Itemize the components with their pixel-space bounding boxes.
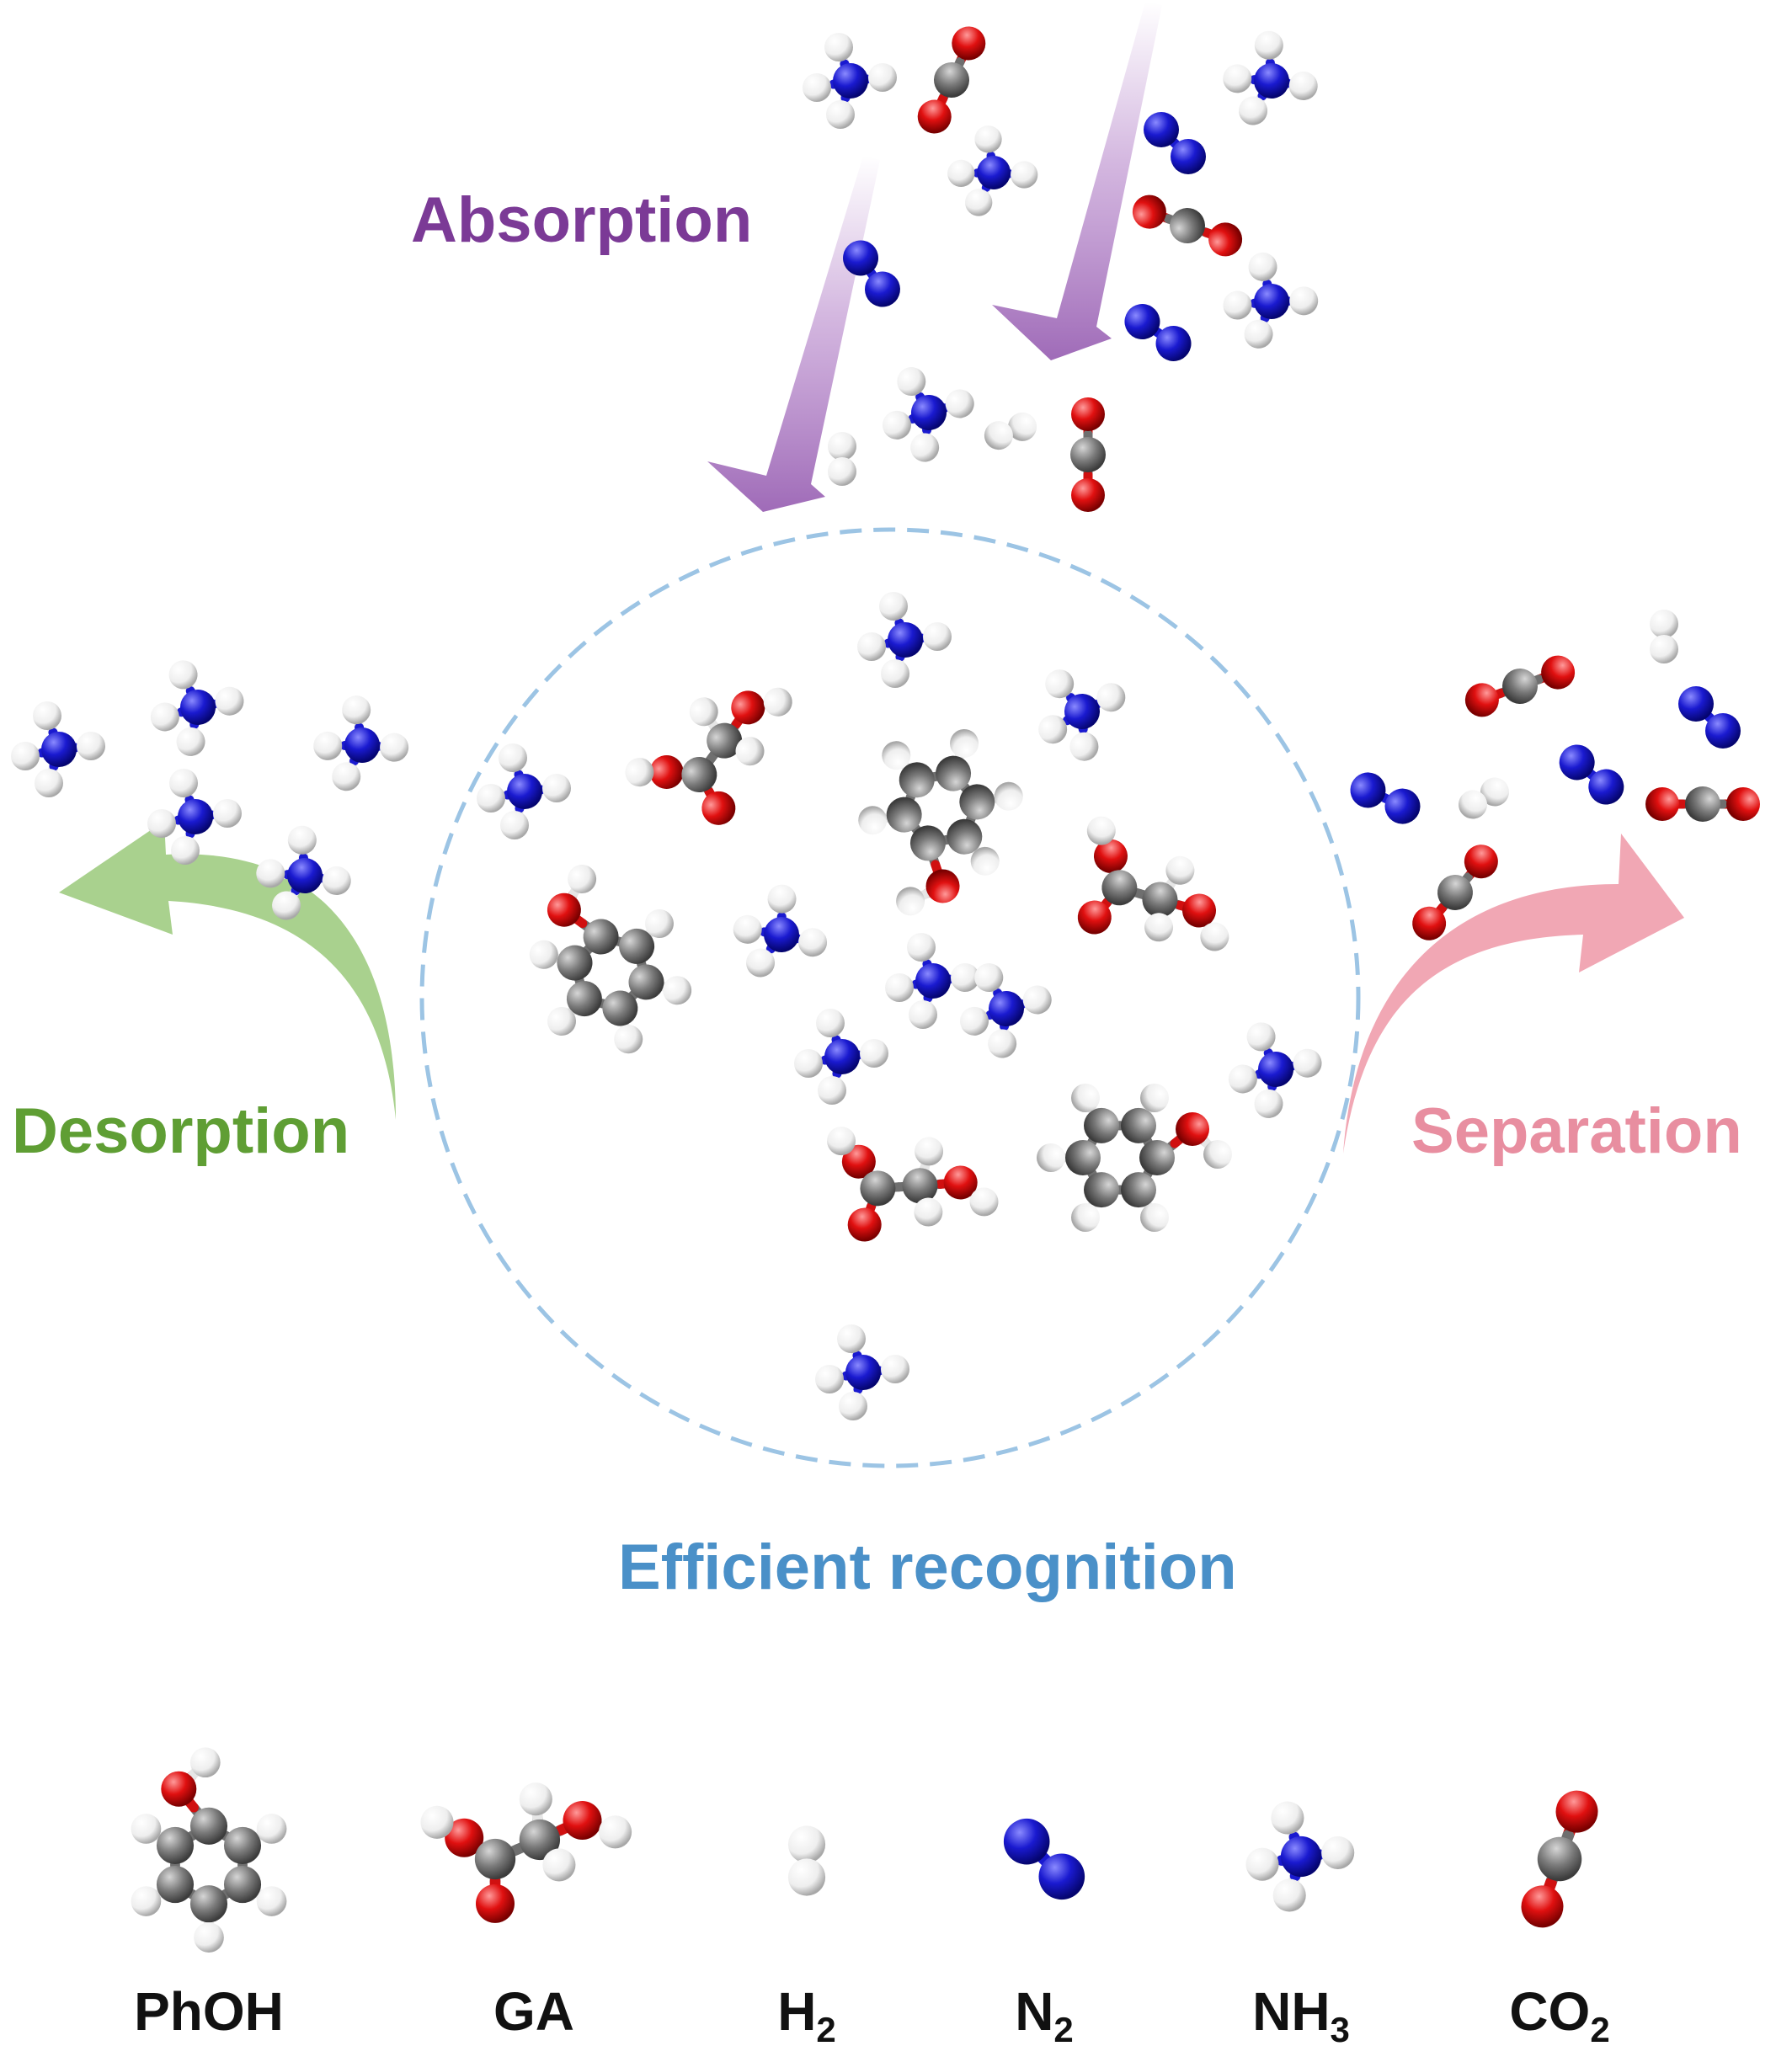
h2-molecule [984, 412, 1037, 450]
h2-molecule [828, 432, 856, 486]
legend-h2-sub: 2 [816, 2009, 836, 2049]
legend-n2-molecule [1003, 1818, 1085, 1900]
n2-molecule [1559, 744, 1624, 805]
desorption-arrow [59, 821, 396, 1120]
co2-molecule [1412, 845, 1498, 940]
recognition-label: Efficient recognition [618, 1532, 1237, 1603]
phoh-molecule [858, 728, 1023, 916]
absorption-arrow-right [992, 2, 1162, 360]
nh3-molecule [882, 367, 974, 462]
legend-nh3-text: NH [1252, 1981, 1331, 2042]
nh3-molecule [733, 884, 828, 978]
absorption-arrows [707, 2, 1162, 512]
nh3-molecule [147, 769, 242, 865]
legend-phoh-molecule [131, 1747, 287, 1953]
ga-molecule [827, 1127, 999, 1242]
nh3-molecule [857, 592, 952, 688]
recognition-circle [419, 527, 1361, 1468]
co2-molecule [1464, 655, 1576, 717]
legend-nh3-molecule [1245, 1801, 1355, 1912]
h2-molecule [1650, 610, 1678, 663]
legend-label-nh3: NH3 [1252, 1980, 1350, 2050]
nh3-molecule [1038, 669, 1126, 761]
legend-nh3-sub: 3 [1330, 2009, 1350, 2049]
legend-h2-molecule [787, 1825, 826, 1896]
n2-molecule [1124, 304, 1192, 361]
nh3-molecule [815, 1324, 909, 1420]
legend-co2-molecule [1521, 1790, 1598, 1928]
legend-label-ga: GA [493, 1980, 574, 2050]
nh3-molecule [150, 660, 244, 756]
separation-arrow [1343, 834, 1684, 1154]
co2-molecule [1070, 397, 1106, 512]
nh3-molecule [947, 125, 1038, 216]
ga-molecule [625, 687, 792, 825]
molecules-layer [11, 26, 1760, 1420]
legend-ga-text: GA [493, 1981, 574, 2042]
nh3-molecule [313, 695, 409, 791]
h2-molecule [1459, 777, 1509, 819]
n2-molecule [1350, 772, 1421, 824]
legend-molecules [131, 1747, 1598, 1953]
co2-molecule [917, 26, 986, 134]
absorption-arrow-left [707, 156, 880, 512]
nh3-molecule [959, 963, 1052, 1058]
nh3-molecule [256, 825, 351, 920]
co2-molecule [1645, 786, 1760, 822]
legend-label-phoh: PhOH [134, 1980, 284, 2050]
nh3-molecule [477, 743, 571, 839]
legend-h2-text: H [777, 1981, 817, 2042]
phoh-molecule [529, 864, 692, 1054]
legend-label-n2: N2 [1015, 1980, 1074, 2050]
legend-ga-molecule [420, 1782, 632, 1923]
legend-phoh-text: PhOH [134, 1981, 284, 2042]
co2-molecule [1132, 194, 1243, 257]
n2-molecule [1678, 686, 1741, 749]
n2-molecule [1144, 112, 1206, 174]
ga-molecule [1077, 816, 1229, 951]
nh3-molecule [11, 701, 105, 797]
nh3-molecule [1223, 252, 1319, 349]
n2-molecule [843, 240, 900, 307]
legend-label-h2: H2 [777, 1980, 836, 2050]
desorption-label: Desorption [12, 1095, 350, 1167]
nh3-molecule [885, 933, 979, 1029]
phoh-molecule [1037, 1083, 1232, 1233]
legend-co2-text: CO [1509, 1981, 1591, 2042]
legend-n2-text: N [1015, 1981, 1054, 2042]
legend-co2-sub: 2 [1590, 2009, 1610, 2049]
nh3-molecule [803, 33, 897, 129]
nh3-molecule [1228, 1022, 1322, 1118]
nh3-molecule [1223, 30, 1318, 125]
separation-label: Separation [1411, 1095, 1742, 1167]
absorption-label: Absorption [411, 184, 753, 256]
legend-n2-sub: 2 [1053, 2009, 1074, 2049]
nh3-molecule [794, 1009, 888, 1105]
legend-label-co2: CO2 [1509, 1980, 1609, 2050]
